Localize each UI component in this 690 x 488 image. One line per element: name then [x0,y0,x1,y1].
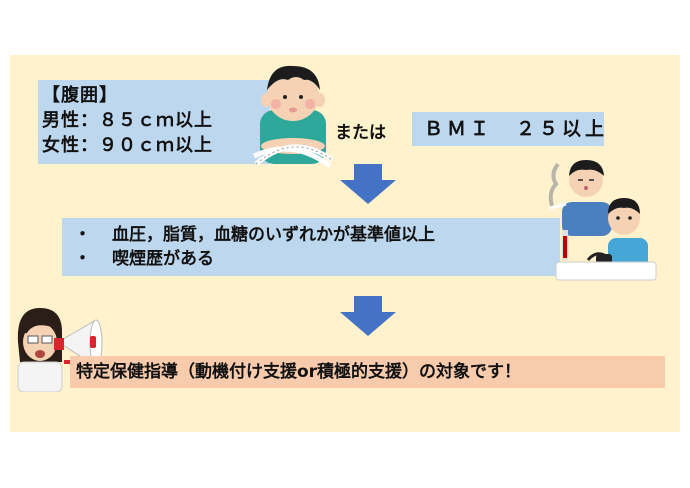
or-label: または [335,123,386,143]
conditions-box: ・ 血圧，脂質，血糖のいずれかが基準値以上 ・ 喫煙歴がある [62,218,560,276]
bmi-criteria-box: ＢＭＩ ２５以上 [412,112,604,146]
result-text: 特定保健指導（動機付け支援or積極的支援）の対象です！ [76,362,522,382]
bullet: ・ [74,225,91,245]
condition-item: ・ 喫煙歴がある [62,247,560,271]
woman-with-megaphone-icon [17,308,103,392]
waist-female: 女性：９０ｃｍ以上 [42,135,213,156]
bmi-text: ＢＭＩ ２５以上 [424,118,609,140]
down-arrow-icon [340,164,396,204]
bullet: ・ [74,249,91,269]
waist-title: 【腹囲】 [42,85,118,106]
condition-text: 血圧，脂質，血糖のいずれかが基準値以上 [112,225,435,245]
condition-text: 喫煙歴がある [112,249,214,269]
waist-male: 男性：８５ｃｍ以上 [42,110,213,131]
waist-criteria-box: 【腹囲】 男性：８５ｃｍ以上 女性：９０ｃｍ以上 [38,80,270,164]
result-box: 特定保健指導（動機付け支援or積極的支援）の対象です！ [70,356,665,388]
down-arrow-icon [340,296,396,336]
man-measuring-waist-icon [252,65,334,168]
condition-item: ・ 血圧，脂質，血糖のいずれかが基準値以上 [62,223,560,247]
smoker-and-blood-pressure-icon [548,160,657,281]
